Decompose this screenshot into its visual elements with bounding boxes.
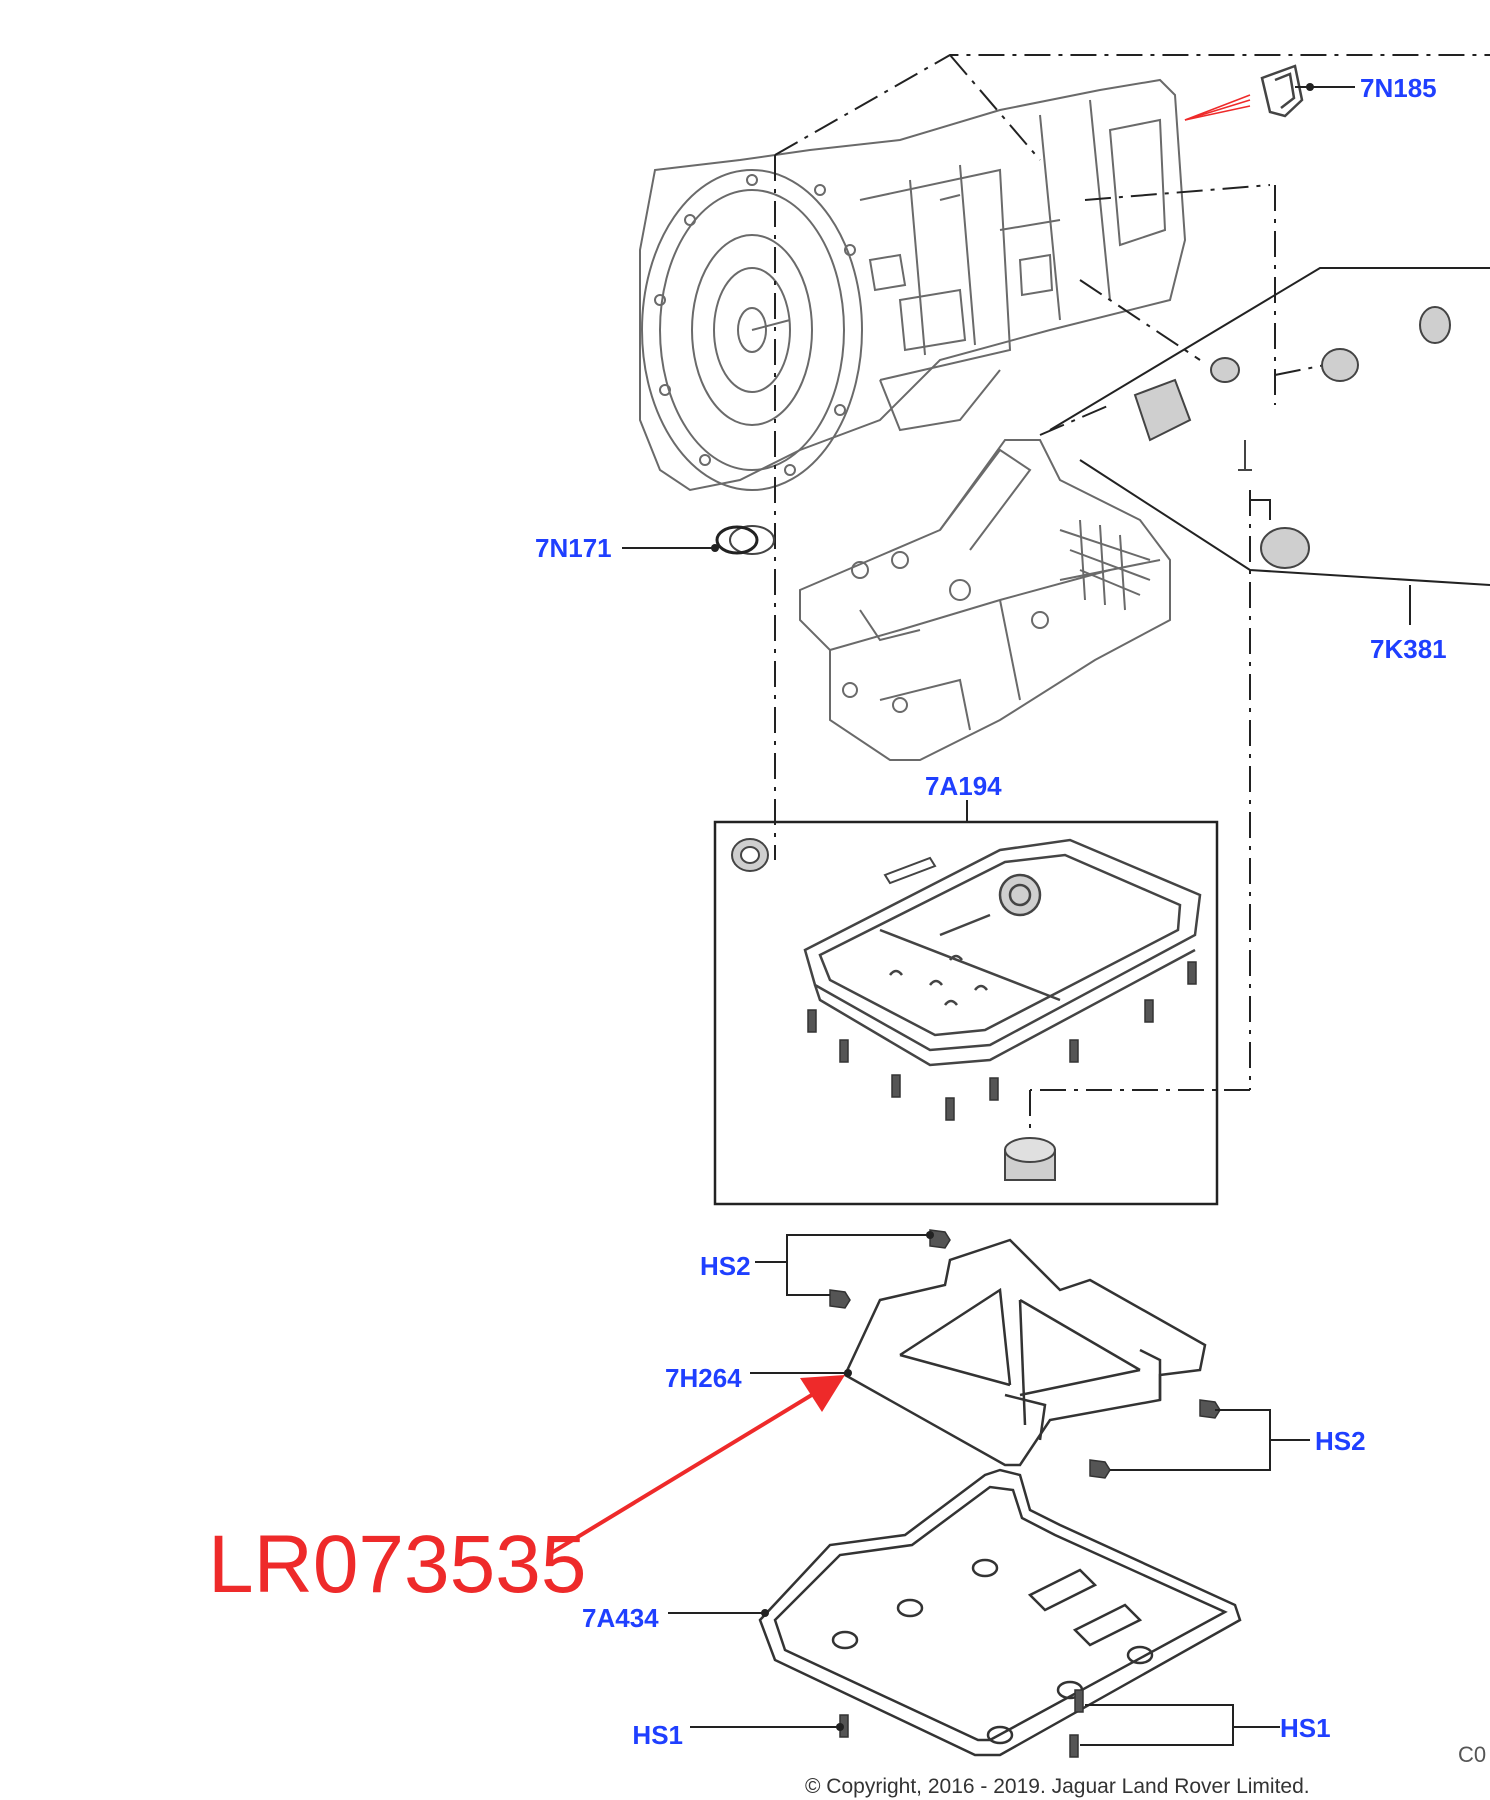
callout-7H264: 7H264 [665, 1363, 742, 1393]
leader-lines [622, 86, 1355, 1746]
callout-7A194: 7A194 [925, 771, 1002, 801]
hs2-right-screws [1089, 1399, 1221, 1479]
connectors [729, 306, 1451, 569]
callout-HS2-top: HS2 [700, 1251, 751, 1281]
part-7H264-bracket [843, 1238, 1207, 1467]
part-7A434-shield [758, 1468, 1242, 1757]
highlight-part-number: LR073535 [208, 1519, 586, 1610]
callout-HS2-right: HS2 [1315, 1426, 1366, 1456]
valve-body [799, 439, 1171, 761]
part-7N171-oring [715, 525, 759, 555]
callout-7N171: 7N171 [535, 533, 612, 563]
hs1-screws [839, 1689, 1084, 1758]
callout-7A434: 7A434 [582, 1603, 659, 1633]
callout-7N185: 7N185 [1360, 73, 1437, 103]
callout-7K381: 7K381 [1370, 634, 1447, 664]
pan-kit-box [713, 800, 1219, 1206]
part-7N185-bracket [1260, 64, 1304, 118]
callout-HS1-right: HS1 [1280, 1713, 1331, 1743]
red-leaders [1184, 94, 1251, 121]
copyright-notice: © Copyright, 2016 - 2019. Jaguar Land Ro… [805, 1775, 1310, 1798]
part-7K381-group [1049, 267, 1490, 625]
leader-dots [711, 83, 1314, 1731]
callout-HS1-left: HS1 [632, 1720, 683, 1750]
edge-text: C0 [1458, 1742, 1486, 1767]
highlight-arrow [546, 1375, 845, 1557]
transmission-assembly [639, 78, 1187, 492]
hs2-top-screws [829, 1229, 951, 1309]
